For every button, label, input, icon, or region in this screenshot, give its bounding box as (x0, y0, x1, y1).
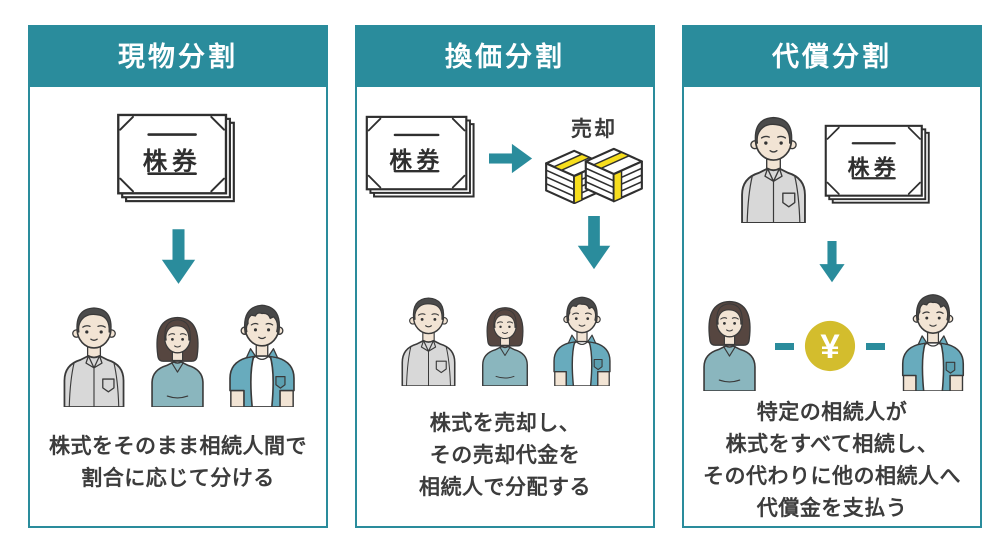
yen-symbol: ¥ (820, 328, 840, 366)
sole-heir-row: 株券 (731, 109, 934, 223)
panel-title: 換価分割 (357, 27, 653, 87)
description-line: 特定の相続人が (756, 401, 908, 424)
connector-dash (774, 343, 794, 350)
person-son-icon (228, 304, 295, 407)
heirs-row (393, 290, 618, 386)
arrow-down-icon (577, 216, 611, 270)
description-line: 株式をそのまま相続人間で (49, 435, 307, 458)
description: 株式を売却し、 その売却代金を 相続人で分配する (419, 408, 591, 504)
description-line: 株式を売却し、 (429, 412, 581, 435)
panel-body: 株券 株式をそのまま相続人間で 割合に応じて分ける (30, 87, 326, 526)
person-mother-icon (150, 316, 204, 407)
sale-flow: 株券 売却 (365, 113, 645, 270)
sale-label: 売却 (571, 118, 617, 141)
description-line: 相続人で分配する (419, 476, 591, 499)
compensation-row: ¥ (693, 287, 972, 391)
panel-body: 株券 ¥ 特定の相続人が 株式をすべて相続し、 その代わりに他の相続人へ 代償金… (684, 87, 980, 526)
description: 特定の相続人が 株式をすべて相続し、 その代わりに他の相続人へ 代償金を支払う (703, 397, 961, 525)
arrow-down-icon (819, 241, 845, 283)
panel-title: 現物分割 (30, 27, 326, 87)
panel-genbutsu-bunkatsu: 現物分割 株券 株式をそのまま相続人間で 割合に応じて分ける (28, 25, 328, 528)
person-son-icon (901, 293, 964, 391)
certificate-label: 株券 (847, 155, 899, 180)
stock-certificate-icon: 株券 (365, 115, 475, 198)
sale-proceeds: 売却 (543, 113, 645, 204)
panel-title: 代償分割 (684, 27, 980, 87)
arrow-right-icon (489, 143, 533, 174)
arrow-down-icon (161, 229, 195, 284)
description-line: その代わりに他の相続人へ (703, 465, 961, 488)
description-line: 株式をすべて相続し、 (725, 433, 939, 456)
description-line: 割合に応じて分ける (81, 467, 275, 490)
heirs-row (54, 297, 303, 407)
person-father-icon (63, 307, 124, 407)
description-line: その売却代金を (429, 444, 581, 467)
certificate-label: 株券 (389, 147, 443, 173)
person-heir-icon (740, 116, 806, 223)
panel-body: 株券 売却 株式を売却し、 その売却代金を (357, 87, 653, 526)
description-line: 代償金を支払う (756, 497, 908, 520)
person-mother-icon (481, 307, 528, 386)
description: 株式をそのまま相続人間で 割合に応じて分ける (49, 431, 307, 495)
yen-coin-icon: ¥ (804, 320, 855, 372)
money-stacks-icon (545, 147, 643, 204)
stock-certificate-icon: 株券 (116, 113, 236, 203)
certificate-label: 株券 (143, 146, 202, 175)
connector-dash (865, 343, 885, 350)
panel-kanka-bunkatsu: 換価分割 株券 売却 (355, 25, 655, 528)
person-son-icon (552, 296, 611, 386)
panel-daisho-bunkatsu: 代償分割 株券 ¥ 特定の相続人が (682, 25, 982, 528)
person-father-icon (400, 297, 456, 386)
person-mother-icon (702, 300, 756, 391)
stock-certificate-icon: 株券 (824, 124, 930, 204)
